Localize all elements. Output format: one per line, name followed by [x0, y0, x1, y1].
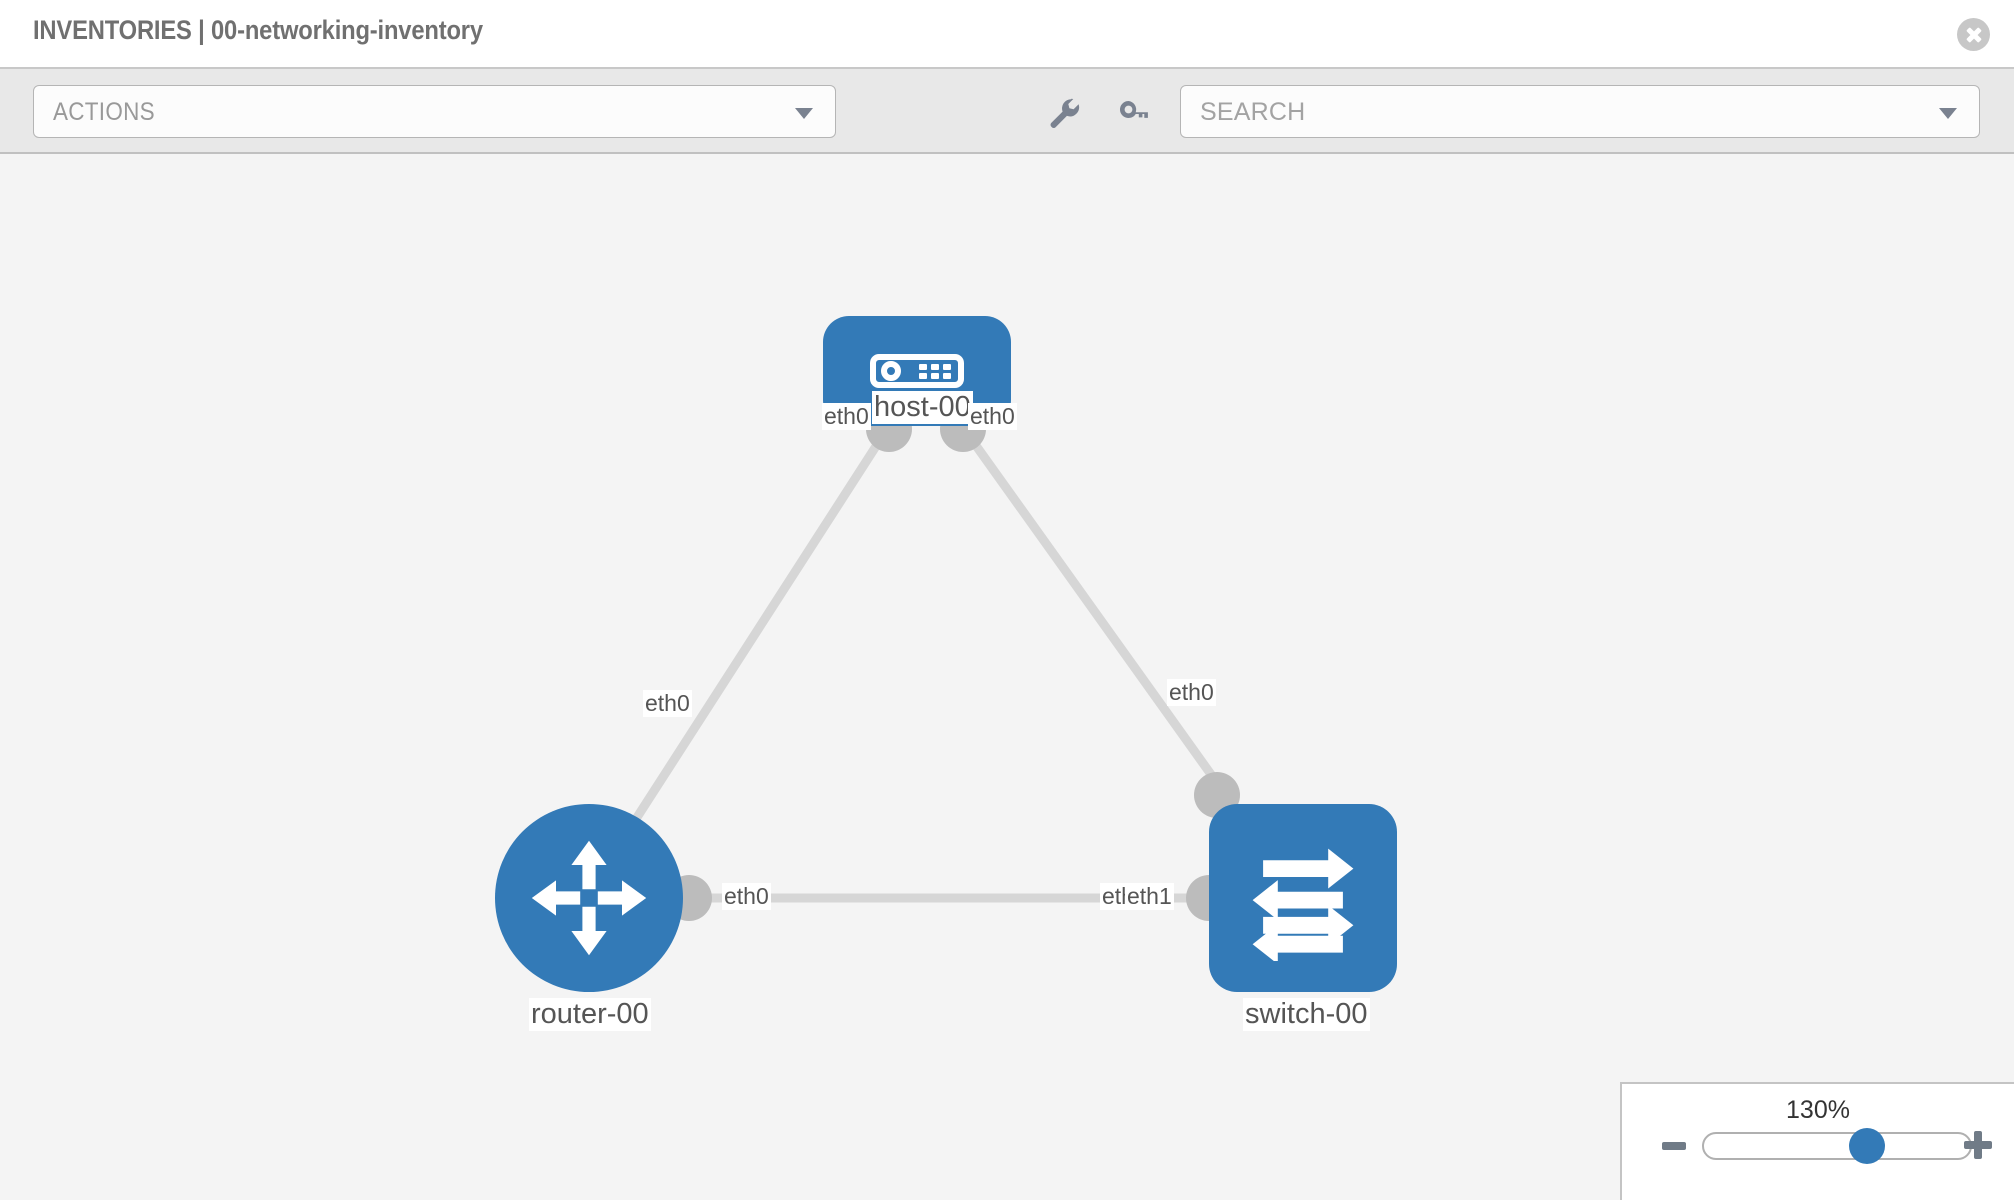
zoom-slider[interactable]: [1702, 1128, 1972, 1164]
actions-dropdown[interactable]: ACTIONS: [33, 85, 836, 138]
wrench-icon[interactable]: [1046, 95, 1082, 131]
topology-canvas[interactable]: host-00 router-00 switch-00 eth0 eth0 et…: [0, 156, 2014, 1200]
close-icon[interactable]: [1957, 18, 1990, 51]
link-host-switch: [957, 421, 1260, 841]
if-label-host-right: eth0: [968, 403, 1017, 430]
zoom-in-button[interactable]: [1964, 1131, 1992, 1159]
toolbar: ACTIONS SEARCH: [0, 69, 2014, 154]
chevron-down-icon[interactable]: [1939, 107, 1957, 119]
search-placeholder: SEARCH: [1200, 98, 1306, 126]
if-label-switch-upper: eth0: [1167, 679, 1216, 706]
link-host-router: [620, 421, 894, 841]
node-label-switch-00: switch-00: [1243, 998, 1370, 1031]
zoom-control-panel: 130%: [1620, 1082, 2014, 1200]
node-label-host-00: host-00: [872, 391, 973, 424]
zoom-out-button[interactable]: [1662, 1142, 1686, 1150]
zoom-percent-label: 130%: [1786, 1096, 1850, 1124]
page-header: INVENTORIES | 00-networking-inventory: [0, 0, 2014, 69]
if-label-router-upper: eth0: [643, 690, 692, 717]
actions-dropdown-label: ACTIONS: [53, 98, 155, 126]
key-icon[interactable]: [1115, 95, 1151, 131]
search-input[interactable]: SEARCH: [1180, 85, 1980, 138]
zoom-slider-thumb[interactable]: [1849, 1128, 1886, 1164]
switch-arrows-icon: [1252, 848, 1354, 961]
topology-links: [620, 421, 1260, 903]
router-arrows-icon: [531, 840, 647, 956]
chevron-down-icon: [795, 107, 813, 119]
if-label-router-right: eth0: [722, 883, 771, 910]
node-switch-00[interactable]: [1209, 804, 1397, 992]
server-icon: [870, 354, 964, 388]
page-title: INVENTORIES | 00-networking-inventory: [33, 15, 483, 45]
if-label-switch-left: eth1: [1125, 883, 1174, 910]
node-router-00[interactable]: [495, 804, 683, 992]
if-label-host-left: eth0: [822, 403, 871, 430]
node-label-router-00: router-00: [529, 998, 651, 1031]
